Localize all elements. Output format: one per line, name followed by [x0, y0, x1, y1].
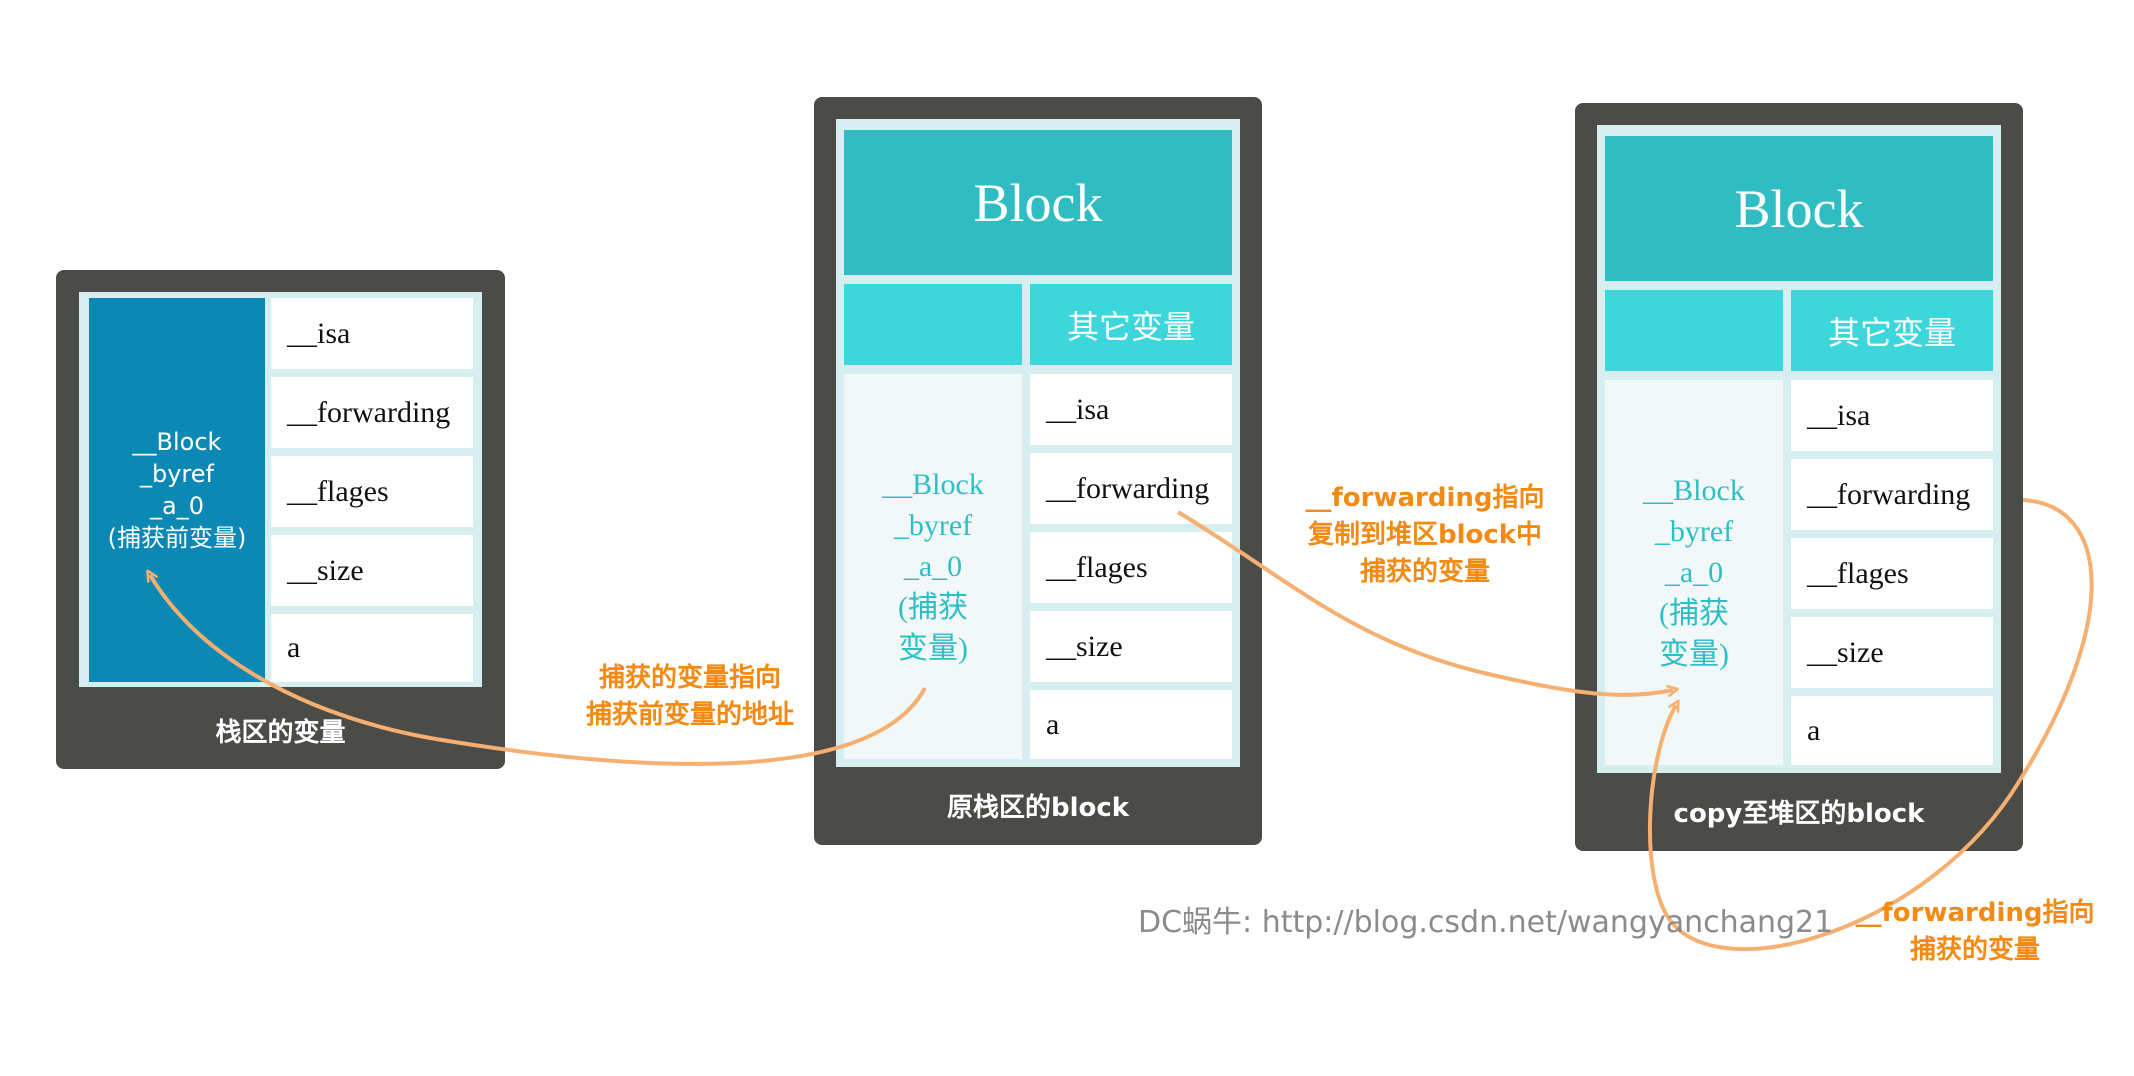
heap-block-panel: Block 其它变量 __Block _byref _a_0 (捕获 变量) _… — [1575, 103, 2023, 851]
heap-field-isa: __isa — [1791, 380, 1993, 451]
stack-field-isa: __isa — [271, 298, 473, 369]
original-block-byref: __Block _byref _a_0 (捕获 变量) — [844, 374, 1022, 759]
heap-field-forwarding: __forwarding — [1791, 459, 1993, 530]
original-field-flages: __flages — [1030, 532, 1232, 603]
stack-field-size: __size — [271, 535, 473, 606]
original-field-forwarding: __forwarding — [1030, 453, 1232, 524]
stack-field-forwarding: __forwarding — [271, 377, 473, 448]
heap-field-size: __size — [1791, 617, 1993, 688]
heap-panel-caption: copy至堆区的block — [1673, 799, 1925, 829]
annotation-forwarding-to-heap: __forwarding指向 复制到堆区block中 捕获的变量 — [1305, 483, 1545, 587]
heap-field-flages: __flages — [1791, 538, 1993, 609]
heap-block-empty-cell — [1605, 290, 1783, 371]
original-block-other-vars: 其它变量 — [1030, 284, 1232, 365]
heap-field-a: a — [1791, 696, 1993, 765]
heap-block-other-vars: 其它变量 — [1791, 290, 1993, 371]
watermark: DC蜗牛: http://blog.csdn.net/wangyanchang2… — [1138, 905, 1834, 940]
stack-field-a: a — [271, 614, 473, 682]
original-block-empty-cell — [844, 284, 1022, 365]
original-field-isa: __isa — [1030, 374, 1232, 445]
original-block-title: Block — [844, 130, 1232, 275]
arrow-forwarding-to-heap — [1176, 510, 1673, 695]
heap-block-title: Block — [1605, 136, 1993, 281]
stack-byref-block: __Block _byref _a_0 (捕获前变量) — [89, 298, 265, 682]
stack-variable-panel: __Block _byref _a_0 (捕获前变量) __isa __forw… — [56, 270, 505, 769]
arrow-captured-to-pre-capture — [150, 575, 927, 766]
heap-block-byref: __Block _byref _a_0 (捕获 变量) — [1605, 380, 1783, 765]
original-panel-caption: 原栈区的block — [946, 793, 1130, 823]
arrow-heap-forwarding-loop — [1647, 498, 2094, 952]
original-field-a: a — [1030, 690, 1232, 759]
stack-panel-caption: 栈区的变量 — [215, 718, 346, 748]
original-field-size: __size — [1030, 611, 1232, 682]
annotation-forwarding-to-captured: __forwarding指向 捕获的变量 — [1855, 898, 2095, 965]
annotation-captured-to-pre: 捕获的变量指向 捕获前变量的地址 — [585, 663, 794, 730]
stack-field-flages: __flages — [271, 456, 473, 527]
original-block-panel: Block 其它变量 __Block _byref _a_0 (捕获 变量) _… — [814, 97, 1262, 845]
